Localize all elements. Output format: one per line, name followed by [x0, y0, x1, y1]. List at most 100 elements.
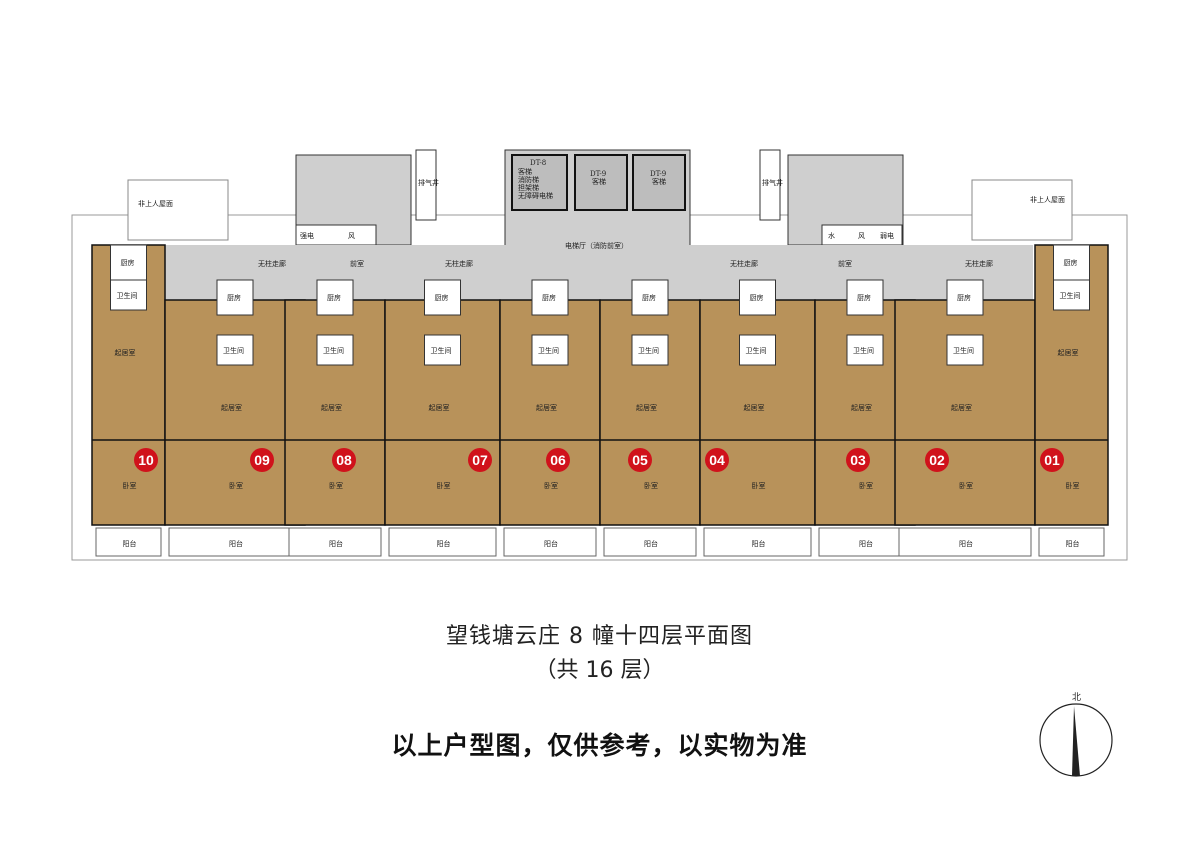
kitchen-label-05: 厨房 [642, 293, 656, 302]
bath-05 [631, 334, 669, 366]
lift-dt9a [574, 154, 628, 211]
kitchen-label-03: 厨房 [857, 293, 871, 302]
balcony-label-07: 阳台 [437, 539, 451, 548]
unit-02 [894, 299, 1036, 526]
bath-label-05: 卫生间 [638, 346, 659, 355]
unit-number-01: 01 [1044, 452, 1060, 468]
corridor-label-3: 无柱走廊 [730, 259, 758, 268]
compass-icon: 北 [1039, 692, 1113, 777]
kitchen-01 [1053, 244, 1090, 281]
bath-label-03: 卫生间 [853, 346, 874, 355]
balconies-layer: 阳台阳台阳台阳台阳台阳台阳台阳台阳台阳台 [95, 527, 1105, 557]
corridor-label-1: 无柱走廊 [258, 259, 286, 268]
unit-number-03: 03 [850, 452, 866, 468]
balcony-08 [288, 527, 382, 557]
kitchen-label-04: 厨房 [750, 293, 764, 302]
unit-number-02: 02 [929, 452, 945, 468]
bath-04 [739, 334, 776, 366]
unit-badge-06 [546, 448, 570, 472]
kitchen-08 [316, 279, 354, 316]
exhaust-left-label: 排气井 [418, 178, 439, 187]
living-label-02: 起居室 [951, 403, 972, 412]
kitchen-09 [216, 279, 254, 316]
living-label-10: 起居室 [115, 348, 136, 357]
bedroom-label-01: 卧室 [1066, 481, 1080, 490]
unit-number-05: 05 [632, 452, 648, 468]
plan-title: 望钱塘云庄 8 幢十四层平面图 [446, 624, 753, 649]
bath-06 [531, 334, 569, 366]
unit-badge-04 [705, 448, 729, 472]
balcony-01 [1038, 527, 1105, 557]
unit-badge-01 [1040, 448, 1064, 472]
living-label-01: 起居室 [1058, 348, 1079, 357]
kitchen-02 [946, 279, 984, 316]
living-label-09: 起居室 [221, 403, 242, 412]
floor-plan: 非上人屋面 非上人屋面 DT-8 客梯 消防梯 担架梯 无障碍电梯 DT-9 客… [71, 149, 1128, 561]
unit-badge-03 [846, 448, 870, 472]
kitchen-label-07: 厨房 [435, 293, 449, 302]
compass-needle [1072, 706, 1080, 776]
dt9b-label: DT-9 [650, 170, 666, 178]
balcony-05 [603, 527, 697, 557]
unit-badge-02 [925, 448, 949, 472]
kitchen-04 [739, 279, 776, 316]
unit-number-07: 07 [472, 452, 488, 468]
bedroom-label-10: 卧室 [123, 481, 137, 490]
unit-04 [699, 299, 816, 526]
vestibule-right-label: 前室 [838, 259, 852, 268]
balcony-label-08: 阳台 [329, 539, 343, 548]
balcony-label-02: 阳台 [959, 539, 973, 548]
balcony-label-09: 阳台 [229, 539, 243, 548]
vestibule-left-label: 前室 [350, 259, 364, 268]
unit-06 [499, 299, 601, 526]
kitchen-label-06: 厨房 [542, 293, 556, 302]
unit-number-10: 10 [138, 452, 154, 468]
bath-label-06: 卫生间 [538, 346, 559, 355]
kitchen-07 [424, 279, 461, 316]
bath-label-02: 卫生间 [953, 346, 974, 355]
unit-09 [164, 299, 306, 526]
exhaust-right [759, 149, 781, 221]
dt9b-sub: 客梯 [652, 177, 666, 186]
balcony-label-01: 阳台 [1066, 539, 1080, 548]
bath-10 [110, 279, 147, 311]
dt9a-label: DT-9 [590, 170, 606, 178]
plan-subtitle: （共 16 层） [534, 658, 665, 683]
unit-badge-10 [134, 448, 158, 472]
unit-badge-05 [628, 448, 652, 472]
kitchen-label-09: 厨房 [227, 293, 241, 302]
lift-dt8 [511, 154, 568, 211]
bath-01 [1053, 279, 1090, 311]
bath-label-07: 卫生间 [431, 346, 452, 355]
corridor-label-2: 无柱走廊 [445, 259, 473, 268]
kitchen-06 [531, 279, 569, 316]
dt8-a-label: 客梯 [518, 167, 532, 176]
dt8-d-label: 无障碍电梯 [518, 191, 553, 200]
kitchen-10 [110, 244, 147, 281]
balcony-10 [95, 527, 162, 557]
units-layer: 厨房卫生间起居室卧室厨房卫生间起居室卧室厨房卫生间起居室卧室厨房卫生间起居室卧室… [91, 244, 1109, 526]
bedroom-label-06: 卧室 [544, 481, 558, 490]
bath-label-10: 卫生间 [117, 291, 138, 300]
unit-05 [599, 299, 701, 526]
kitchen-05 [631, 279, 669, 316]
unit-number-04: 04 [709, 452, 725, 468]
bath-02 [946, 334, 984, 366]
bath-07 [424, 334, 461, 366]
bath-label-01: 卫生间 [1060, 291, 1081, 300]
bath-09 [216, 334, 254, 366]
roof-right-label: 非上人屋面 [1030, 195, 1065, 204]
living-label-03: 起居室 [851, 403, 872, 412]
balcony-04 [703, 527, 812, 557]
bedroom-label-07: 卧室 [437, 481, 451, 490]
unit-badge-08 [332, 448, 356, 472]
kitchen-03 [846, 279, 884, 316]
electric-label: 强电 [300, 231, 314, 240]
dt8-c-label: 担架梯 [518, 183, 539, 192]
balcony-02 [898, 527, 1032, 557]
corridor-label-4: 无柱走廊 [965, 259, 993, 268]
water-label: 水 [828, 231, 835, 240]
dt8-label: DT-8 [530, 159, 546, 167]
weak-label: 弱电 [880, 231, 894, 240]
bedroom-label-04: 卧室 [752, 481, 766, 490]
